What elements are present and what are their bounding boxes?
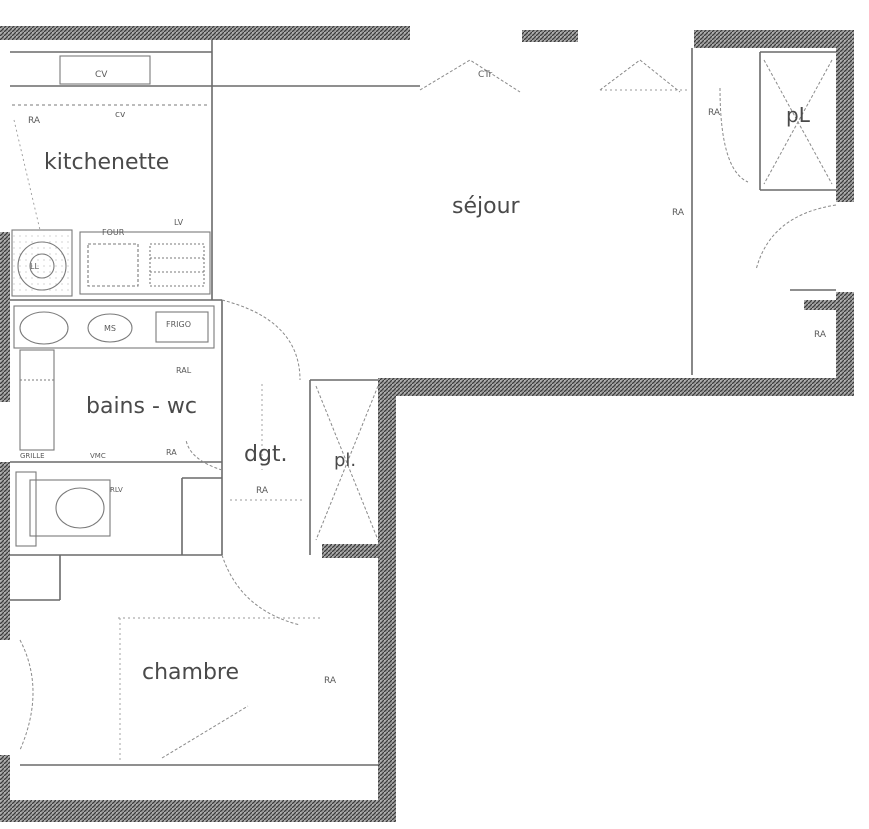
room-label-chambre: chambre [142, 660, 240, 685]
wall-top-window [522, 30, 578, 42]
room-label-bains-wc: bains - wc [86, 394, 197, 419]
annotation-vmc: VMC [90, 452, 106, 460]
annotation-grille: GRILLE [20, 452, 45, 460]
dimension-lines [13, 89, 690, 760]
annotation-ra-chambre: RA [324, 676, 337, 686]
wall-right-lower [836, 292, 854, 392]
room-label-pl-dgt: pl. [334, 450, 357, 471]
annotation-ra-kitchen: RA [28, 116, 41, 126]
exterior-walls [0, 26, 854, 822]
wall-left-upper [0, 232, 10, 402]
annotation-ra-pl: RA [708, 108, 721, 118]
annotation-frigo: FRIGO [166, 320, 192, 329]
annotation-rlv: RLV [110, 486, 123, 494]
wall-chambre-right [378, 378, 396, 820]
door-swings [19, 59, 837, 759]
annotation-ra-sejour: RA [672, 208, 685, 218]
wall-right-upper [836, 30, 854, 202]
annotation-ctr: CTr [478, 70, 493, 80]
annotation-ms: MS [104, 324, 116, 333]
annotation-four: FOUR [102, 228, 125, 237]
annotation-ll: LL [30, 262, 39, 271]
partitions [10, 40, 836, 766]
wall-top-right [694, 30, 854, 48]
annotation-ra-right: RA [814, 330, 827, 340]
wall-pl-stub [322, 544, 378, 558]
wall-left-lower [0, 755, 10, 805]
annotation-cv-kitchen: cv [115, 110, 126, 120]
annotation-cv-top: CV [95, 70, 108, 80]
wall-bottom [0, 800, 396, 822]
room-label-sejour: séjour [452, 194, 520, 219]
room-label-dgt: dgt. [244, 442, 288, 467]
room-label-pl-sejour: pL [786, 103, 810, 127]
annotation-ra-bath: RA [166, 448, 177, 457]
wall-sejour-bottom [378, 378, 854, 396]
wall-top-left [0, 26, 410, 40]
wall-left-mid [0, 462, 10, 640]
wall-right-stub [804, 300, 840, 310]
room-label-kitchenette: kitchenette [44, 150, 170, 175]
annotation-lv: LV [174, 218, 184, 227]
kitchen-fixtures [11, 55, 215, 547]
annotation-ral-bath: RAL [176, 366, 192, 375]
annotation-ra-dgt: RA [256, 486, 269, 496]
